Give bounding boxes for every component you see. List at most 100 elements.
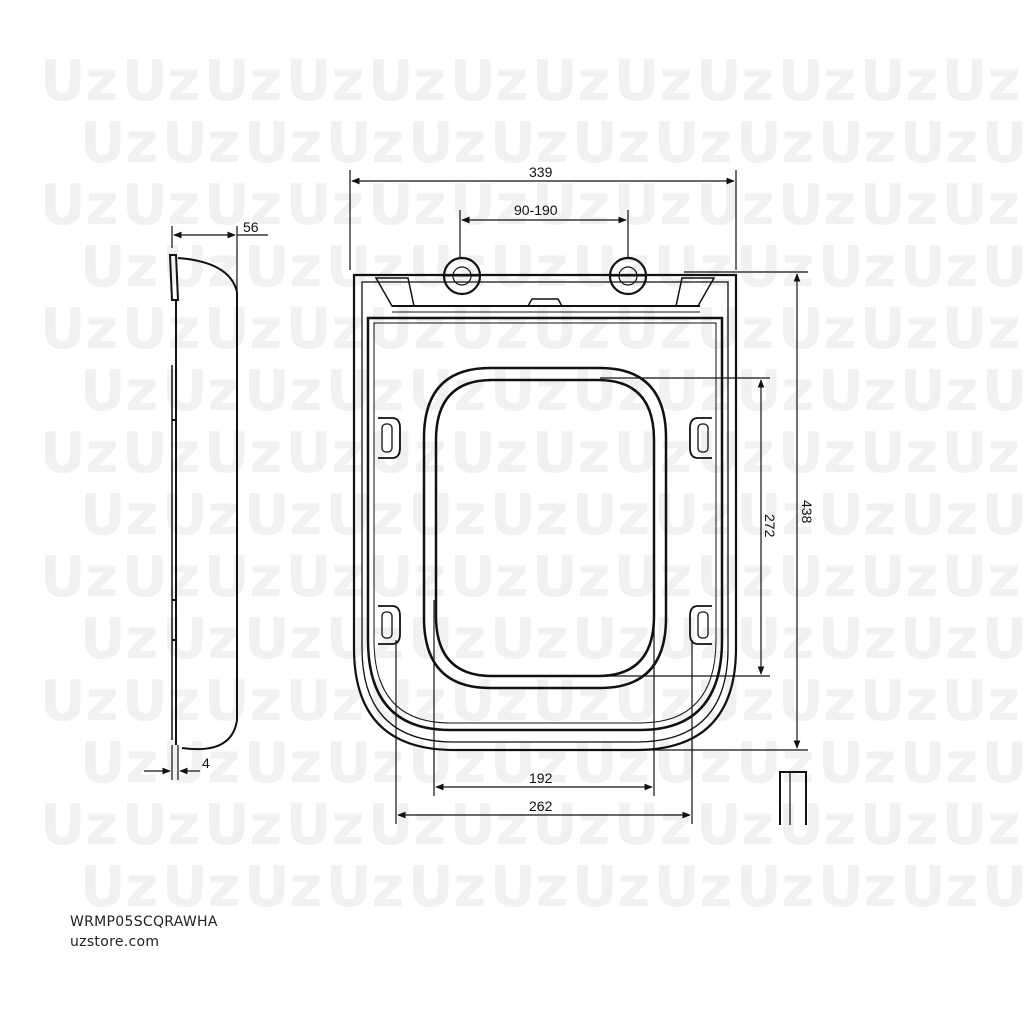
watermark-glyph: Uz (778, 173, 856, 238)
watermark-glyph: Uz (490, 483, 568, 548)
hinge-spacing-label: 90-190 (514, 202, 558, 218)
watermark-glyph: Uz (614, 297, 692, 362)
watermark-glyph: Uz (654, 359, 732, 424)
watermark-glyph: Uz (80, 731, 158, 796)
watermark-glyph: Uz (860, 421, 938, 486)
watermark-glyph: Uz (80, 359, 158, 424)
watermark-glyph: Uz (122, 669, 200, 734)
watermark-glyph: Uz (982, 359, 1023, 424)
watermark-glyph: Uz (162, 359, 240, 424)
watermark-glyph: Uz (942, 545, 1020, 610)
watermark-glyph: Uz (572, 111, 650, 176)
watermark-glyph: Uz (614, 669, 692, 734)
watermark-glyph: Uz (326, 731, 404, 796)
product-code: WRMP05SCQRAWHA (70, 914, 218, 930)
watermark-glyph: Uz (162, 111, 240, 176)
watermark-glyph: Uz (654, 235, 732, 300)
watermark-glyph: Uz (490, 235, 568, 300)
watermark-glyph: Uz (286, 49, 364, 114)
watermark-glyph: Uz (368, 173, 446, 238)
watermark-glyph: Uz (450, 793, 528, 858)
watermark-glyph: Uz (532, 545, 610, 610)
watermark-glyph: Uz (286, 297, 364, 362)
watermark-glyph: Uz (778, 669, 856, 734)
watermark-glyph: Uz (450, 669, 528, 734)
watermark-glyph: Uz (80, 855, 158, 920)
watermark-glyph: Uz (40, 297, 118, 362)
watermark-glyph: Uz (122, 421, 200, 486)
watermark-glyph: Uz (450, 545, 528, 610)
watermark-glyph: Uz (778, 49, 856, 114)
watermark-glyph: Uz (244, 235, 322, 300)
watermark-glyph: Uz (204, 297, 282, 362)
watermark-glyph: Uz (818, 235, 896, 300)
watermark-glyph: Uz (818, 359, 896, 424)
watermark-glyph: Uz (736, 607, 814, 672)
thickness-label: 4 (202, 755, 210, 771)
watermark-glyph: Uz (778, 297, 856, 362)
watermark-glyph: Uz (368, 421, 446, 486)
watermark-glyph: Uz (368, 49, 446, 114)
watermark-glyph: Uz (736, 235, 814, 300)
watermark-glyph: Uz (490, 111, 568, 176)
watermark-glyph: Uz (326, 111, 404, 176)
watermark-glyph: Uz (778, 793, 856, 858)
watermark-glyph: Uz (818, 607, 896, 672)
watermark-glyph: Uz (778, 421, 856, 486)
watermark-glyph: Uz (736, 731, 814, 796)
watermark-glyph: Uz (450, 421, 528, 486)
watermark-glyph: Uz (532, 49, 610, 114)
watermark-glyph: Uz (696, 49, 774, 114)
watermark-glyph: Uz (326, 855, 404, 920)
side-view (144, 226, 268, 780)
watermark-glyph: Uz (860, 297, 938, 362)
watermark-glyph: Uz (286, 793, 364, 858)
watermark-glyph: Uz (900, 111, 978, 176)
watermark-glyph: Uz (860, 173, 938, 238)
watermark-glyph: Uz (982, 607, 1023, 672)
watermark-glyph: Uz (532, 669, 610, 734)
watermark-glyph: Uz (204, 49, 282, 114)
dimension-lines (349, 170, 808, 824)
watermark-glyph: Uz (244, 607, 322, 672)
watermark-glyph: Uz (860, 545, 938, 610)
watermark-glyph: Uz (982, 235, 1023, 300)
watermark-glyph: Uz (490, 855, 568, 920)
watermark-glyph: Uz (818, 111, 896, 176)
watermark-glyph: Uz (162, 483, 240, 548)
watermark-glyph: Uz (572, 731, 650, 796)
watermark-glyph: Uz (900, 235, 978, 300)
watermark-glyph: Uz (40, 49, 118, 114)
watermark-glyph: Uz (532, 421, 610, 486)
watermark-glyph: Uz (900, 359, 978, 424)
watermark-glyph: Uz (204, 793, 282, 858)
watermark-glyph: Uz (368, 793, 446, 858)
watermark-glyph: Uz (326, 607, 404, 672)
watermark-glyph: Uz (40, 173, 118, 238)
total-length-label: 438 (799, 500, 815, 524)
watermark-glyph: Uz (286, 173, 364, 238)
watermark-glyph: Uz (450, 49, 528, 114)
inner-width-label: 262 (529, 798, 553, 814)
opening-width-label: 192 (529, 770, 553, 786)
watermark-glyph: Uz (654, 731, 732, 796)
watermark-glyph: Uz (408, 731, 486, 796)
watermark-glyph: Uz (532, 793, 610, 858)
website-link[interactable]: uzstore.com (70, 934, 160, 950)
watermark-glyph: Uz (696, 793, 774, 858)
watermark-glyph: Uz (368, 545, 446, 610)
watermark-glyph: Uz (572, 607, 650, 672)
watermark-glyph: Uz (860, 49, 938, 114)
watermark-glyph: Uz (818, 855, 896, 920)
watermark-glyph: Uz (122, 173, 200, 238)
watermark-glyph: Uz (696, 669, 774, 734)
watermark-glyph: Uz (80, 483, 158, 548)
watermark-glyph: Uz (654, 855, 732, 920)
watermark-glyph: Uz (942, 793, 1020, 858)
watermark-glyph: Uz (572, 855, 650, 920)
opening-length-label: 272 (762, 514, 778, 538)
watermark-glyph: Uz (204, 173, 282, 238)
watermark-glyph: Uz (778, 545, 856, 610)
watermark-glyph: Uz (942, 297, 1020, 362)
